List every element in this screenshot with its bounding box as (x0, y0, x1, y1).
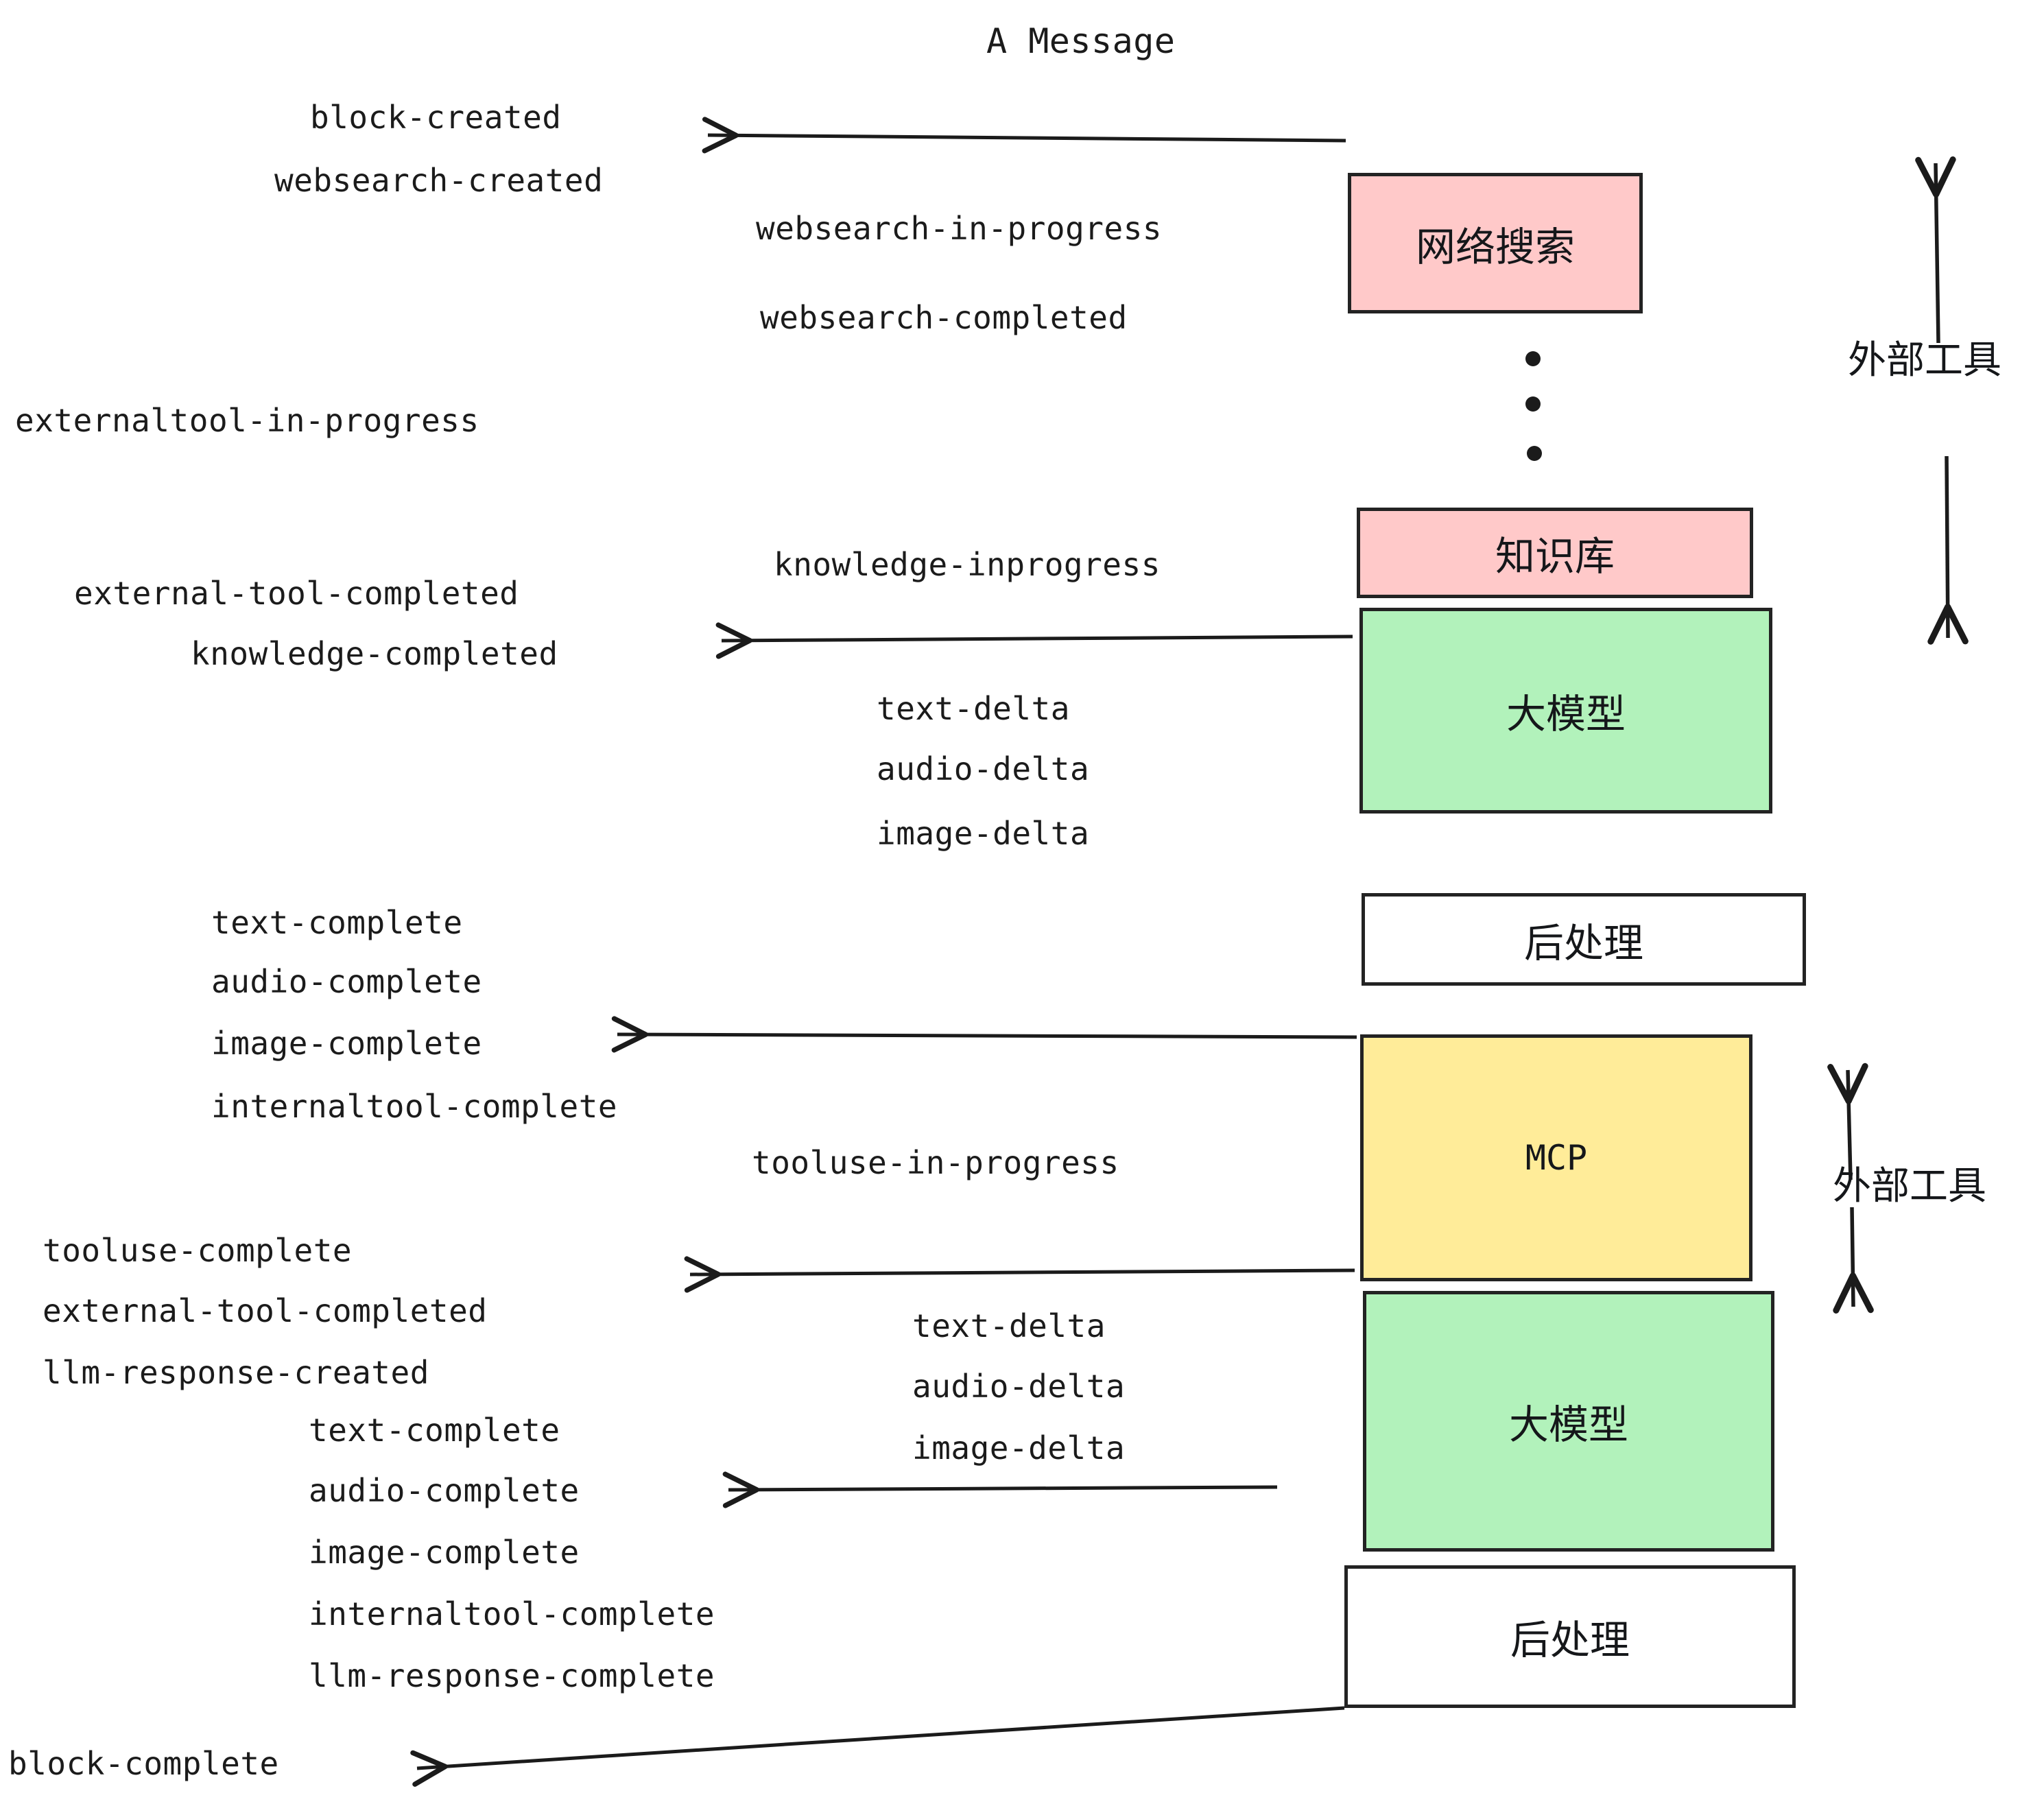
arrow-websearch-created (702, 117, 1346, 154)
ellipsis-dot-1 (1525, 351, 1541, 366)
external-tool-arrow-up-lower (1827, 1063, 1868, 1180)
event-audio-complete-2: audio-complete (309, 1472, 580, 1509)
arrow-audio-complete-bottom (722, 1471, 1278, 1508)
event-block-complete: block-complete (8, 1745, 279, 1782)
ellipsis-dot-2 (1525, 396, 1541, 412)
arrow-tooluse-complete (684, 1256, 1355, 1293)
event-websearch-completed: websearch-completed (760, 299, 1128, 336)
node-postprocess-bottom-label: 后处理 (1510, 1617, 1630, 1663)
external-tool-label-upper: 外部工具 (1848, 338, 2001, 383)
event-llm-response-complete: llm-response-complete (309, 1657, 715, 1694)
node-llm-top[interactable]: 大模型 (1359, 608, 1772, 814)
node-mcp[interactable]: MCP (1360, 1034, 1752, 1281)
event-externaltool-in-progress: externaltool-in-progress (15, 402, 479, 439)
event-internaltool-complete-2: internaltool-complete (309, 1595, 715, 1633)
external-tool-arrow-up-upper (1915, 156, 1956, 344)
event-audio-delta-1: audio-delta (877, 750, 1090, 787)
event-image-complete-1: image-complete (211, 1025, 482, 1062)
node-llm-bottom-label: 大模型 (1508, 1401, 1628, 1448)
diagram-title: A Message (986, 21, 1176, 61)
event-audio-complete-1: audio-complete (211, 963, 482, 1000)
node-knowledge-base[interactable]: 知识库 (1357, 508, 1753, 598)
event-websearch-in-progress: websearch-in-progress (756, 210, 1163, 247)
event-internaltool-complete-1: internaltool-complete (211, 1088, 618, 1125)
node-llm-bottom[interactable]: 大模型 (1363, 1291, 1774, 1552)
arrow-knowledge-completed (715, 622, 1353, 659)
arrow-block-complete (410, 1706, 1345, 1787)
event-text-delta-2: text-delta (912, 1307, 1106, 1344)
event-text-delta-1: text-delta (877, 690, 1070, 727)
node-mcp-label: MCP (1525, 1138, 1588, 1178)
ellipsis-dot-3 (1527, 446, 1542, 461)
event-websearch-created: websearch-created (274, 162, 604, 199)
event-external-tool-completed-1: external-tool-completed (74, 575, 519, 612)
node-llm-top-label: 大模型 (1506, 691, 1626, 737)
event-block-created: block-created (310, 99, 562, 136)
external-tool-arrow-down-lower (1833, 1207, 1874, 1314)
external-tool-label-lower: 外部工具 (1833, 1164, 1986, 1209)
event-image-delta-2: image-delta (912, 1429, 1126, 1467)
event-image-delta-1: image-delta (877, 815, 1090, 852)
event-knowledge-completed: knowledge-completed (191, 635, 558, 672)
event-text-complete-1: text-complete (211, 904, 463, 941)
event-audio-delta-2: audio-delta (912, 1368, 1126, 1405)
arrow-image-complete-top (611, 1016, 1357, 1053)
node-postprocess-top-label: 后处理 (1523, 919, 1643, 966)
event-text-complete-2: text-complete (309, 1412, 560, 1449)
node-knowledge-base-label: 知识库 (1495, 533, 1615, 580)
external-tool-arrow-down-upper (1927, 455, 1969, 645)
event-external-tool-completed-2: external-tool-completed (43, 1292, 488, 1329)
event-image-complete-2: image-complete (309, 1534, 580, 1571)
node-postprocess-top[interactable]: 后处理 (1362, 893, 1806, 986)
event-llm-response-created: llm-response-created (43, 1354, 429, 1391)
event-knowledge-inprogress: knowledge-inprogress (774, 546, 1161, 583)
event-tooluse-complete: tooluse-complete (43, 1232, 353, 1269)
node-websearch[interactable]: 网络搜索 (1348, 173, 1643, 313)
node-websearch-label: 网络搜索 (1415, 223, 1575, 270)
node-postprocess-bottom[interactable]: 后处理 (1344, 1565, 1796, 1708)
event-tooluse-in-progress: tooluse-in-progress (752, 1144, 1119, 1181)
